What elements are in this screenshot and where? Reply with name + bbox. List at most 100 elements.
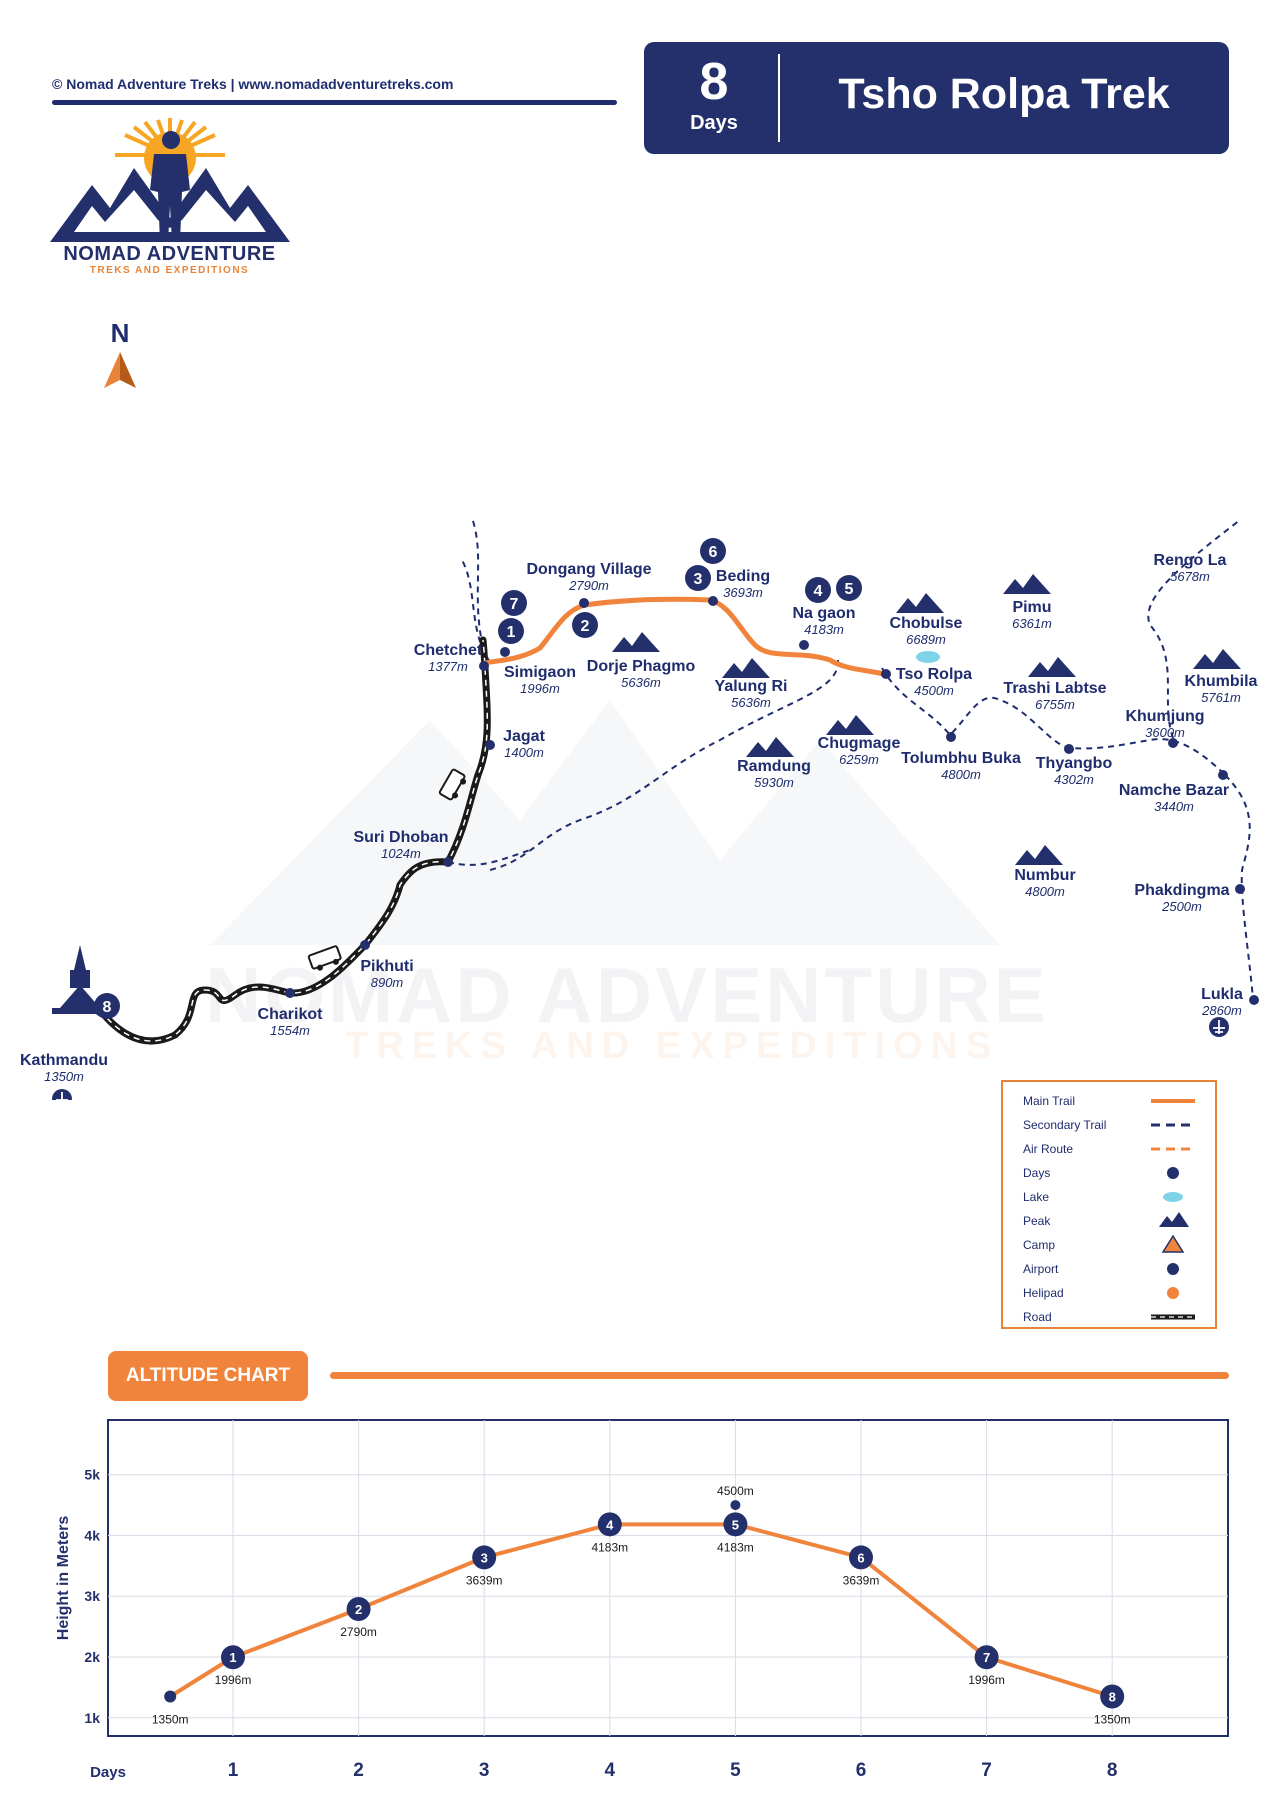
day-point	[346, 1596, 371, 1621]
day-point-number: 1	[229, 1650, 236, 1665]
point-value-label: 4183m	[591, 1540, 628, 1554]
day-point-number: 4	[606, 1517, 614, 1532]
peak-icon	[1159, 1212, 1189, 1227]
altitude-chart-divider	[330, 1372, 1229, 1379]
x-tick-label: 5	[730, 1760, 741, 1781]
day-point-number: 3	[481, 1550, 488, 1565]
days-number: 8	[699, 53, 729, 111]
copyright-text: © Nomad Adventure Treks | www.nomadadven…	[52, 76, 454, 92]
lake-icon	[1163, 1192, 1183, 1202]
chart-grid	[108, 1420, 1228, 1736]
altitude-chart-tag: ALTITUDE CHART	[108, 1351, 308, 1401]
svg-text:3: 3	[694, 571, 703, 588]
svg-text:7: 7	[510, 596, 519, 613]
chart-points: 4500m1350m11996m22790m33639m44183m54183m…	[152, 1484, 1131, 1726]
x-axis-label: Days	[90, 1764, 126, 1781]
north-arrow-icon	[104, 352, 136, 388]
svg-text:8: 8	[103, 999, 112, 1016]
legend-symbols	[1151, 1099, 1195, 1320]
legend-item-main-trail: Main Trail	[1023, 1094, 1076, 1108]
y-tick-label: 4k	[84, 1527, 100, 1543]
legend-item-secondary-trail: Secondary Trail	[1023, 1118, 1107, 1132]
x-tick-label: 3	[479, 1760, 490, 1781]
title-separator	[778, 54, 780, 142]
title-banner: 8 Days Tsho Rolpa Trek	[644, 42, 1229, 154]
peak-value-label: 4500m	[717, 1484, 754, 1498]
x-tick-label: 8	[1107, 1760, 1118, 1781]
point-value-label: 1996m	[215, 1673, 252, 1687]
legend-item-days: Days	[1023, 1166, 1051, 1180]
map-legend: Main Trail Secondary Trail Air Route Day…	[1001, 1080, 1217, 1329]
day-point	[221, 1645, 245, 1670]
camp-icon	[1161, 1234, 1185, 1253]
svg-text:2: 2	[581, 618, 590, 635]
day-point-number: 6	[857, 1550, 864, 1565]
peak-icons	[612, 574, 1241, 865]
day-point-number: 5	[732, 1517, 739, 1532]
y-tick-label: 1k	[84, 1710, 100, 1726]
svg-text:5: 5	[845, 581, 854, 598]
x-tick-label: 4	[605, 1760, 616, 1781]
svg-text:1: 1	[507, 624, 516, 641]
day-point	[1100, 1684, 1125, 1709]
logo-tagline: TREKS AND EXPEDITIONS	[89, 265, 250, 276]
day-markers: 1 2 3 4 5 6 7 8	[94, 538, 862, 1019]
legend-item-helipad: Helipad	[1023, 1286, 1064, 1300]
point-value-label: 1350m	[152, 1713, 189, 1727]
legend-item-air-route: Air Route	[1023, 1142, 1074, 1156]
x-tick-label: 6	[856, 1760, 867, 1781]
stupa-icon	[52, 945, 108, 1014]
x-tick-label: 2	[353, 1760, 364, 1781]
day-dot-icon	[1167, 1167, 1179, 1179]
y-tick-label: 2k	[84, 1649, 100, 1665]
point-value-label: 1350m	[1094, 1713, 1131, 1727]
point-value-label: 4183m	[717, 1540, 754, 1554]
legend-item-peak: Peak	[1023, 1214, 1051, 1228]
chart-frame	[107, 1419, 1229, 1737]
x-tick-label: 1	[228, 1760, 239, 1781]
legend-item-road: Road	[1023, 1310, 1052, 1324]
header-divider	[52, 100, 617, 105]
peak-point	[730, 1500, 741, 1511]
trek-map: 1 2 3 4 5 6 7 8	[52, 519, 1259, 1100]
start-point	[164, 1690, 177, 1703]
airport-icon	[1167, 1263, 1179, 1275]
trek-title: Tsho Rolpa Trek	[838, 70, 1170, 118]
lake-icon	[916, 651, 940, 663]
y-axis-label: Height in Meters	[55, 1516, 72, 1641]
airport-icon	[52, 1089, 72, 1100]
point-value-label: 2790m	[340, 1625, 377, 1639]
airport-icon	[1209, 1017, 1229, 1037]
svg-text:4: 4	[814, 583, 823, 600]
logo-icon	[50, 118, 290, 242]
jeep-icon	[438, 768, 467, 801]
day-point	[723, 1512, 748, 1537]
